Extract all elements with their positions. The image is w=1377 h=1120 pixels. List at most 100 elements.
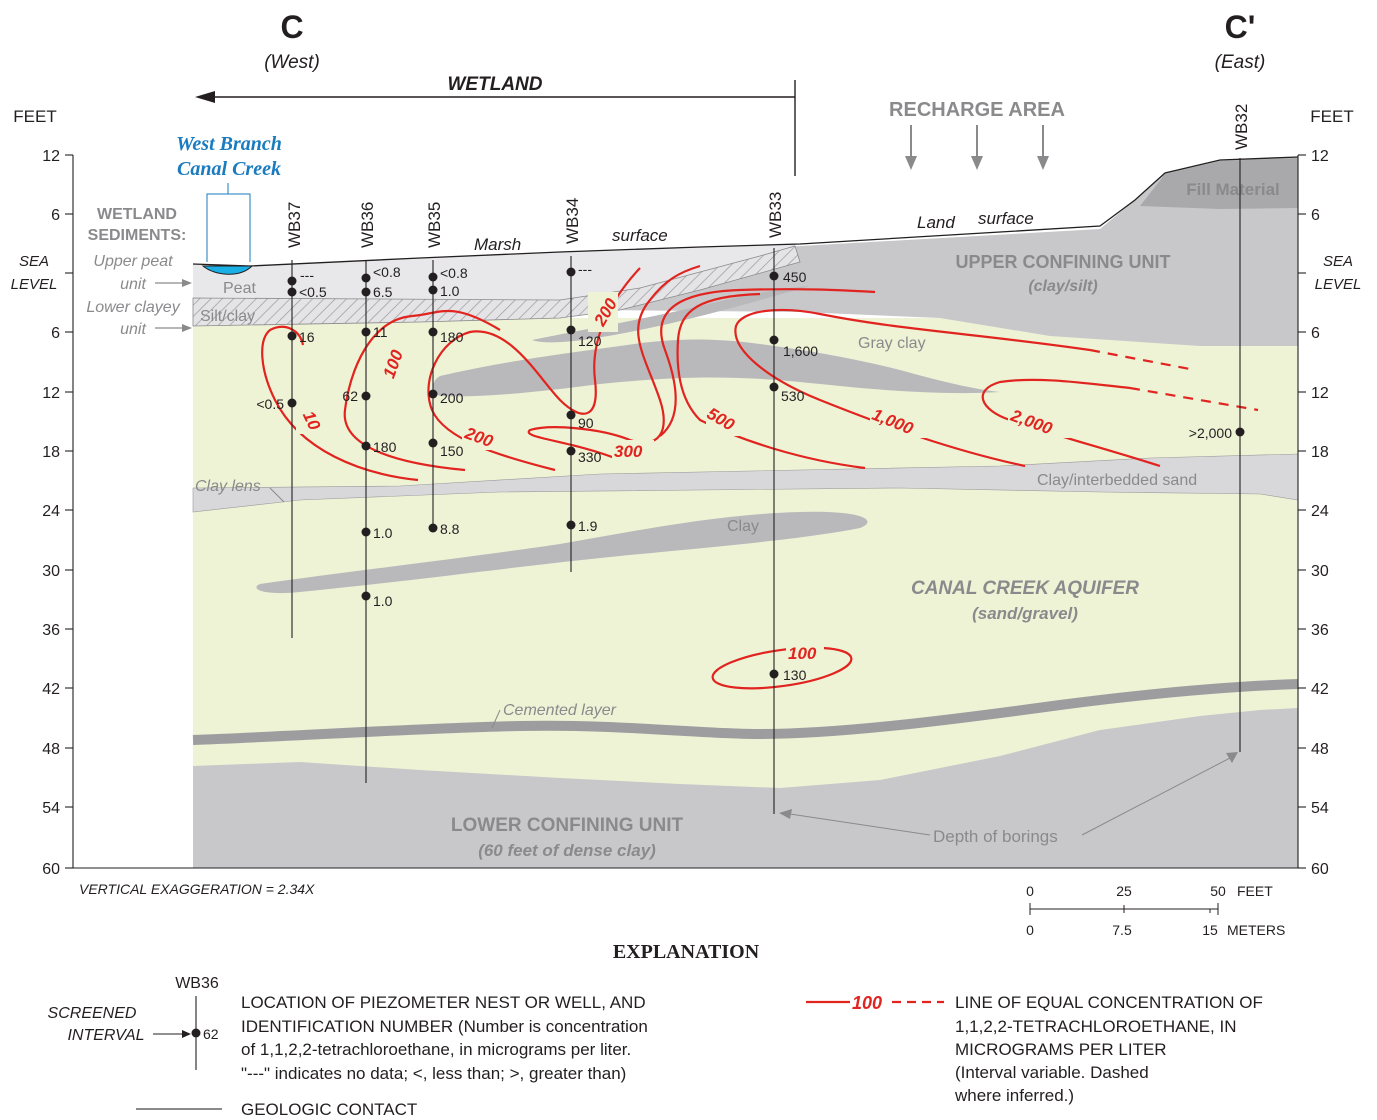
upper-peat-label-1: Upper peat bbox=[93, 253, 173, 270]
right-sea-level-1: SEA bbox=[1323, 253, 1353, 270]
screen-point bbox=[566, 446, 576, 456]
left-sea-level-1: SEA bbox=[19, 253, 49, 270]
scale-m-15: 15 bbox=[1202, 922, 1218, 938]
creek-label-2: Canal Creek bbox=[177, 158, 281, 180]
unit-labels: WETLAND SEDIMENTS: Upper peat unit Lower… bbox=[79, 180, 1280, 897]
reading-wb34-1: --- bbox=[578, 261, 592, 277]
left-depth-label: 60 bbox=[42, 861, 60, 878]
screen-point bbox=[566, 267, 576, 277]
well-wb36[interactable]: WB36 <0.8 6.5 11 62 180 1.0 1.0 bbox=[342, 202, 401, 783]
right-depth-label: 18 bbox=[1311, 444, 1329, 461]
lower-confining-label: LOWER CONFINING UNIT bbox=[451, 815, 684, 836]
left-depth-label: 6 bbox=[51, 325, 60, 342]
upper-peat-unit bbox=[193, 243, 795, 300]
reading-wb34-3: 90 bbox=[578, 415, 594, 431]
screen-point bbox=[361, 441, 371, 451]
right-depth-label: 6 bbox=[1311, 325, 1320, 342]
lower-confining-sub: (60 feet of dense clay) bbox=[478, 841, 656, 860]
screen-point bbox=[428, 438, 438, 448]
explanation-well-text-1: LOCATION OF PIEZOMETER NEST OR WELL, AND bbox=[241, 993, 646, 1012]
lower-clayey-label-2: unit bbox=[120, 321, 146, 338]
explanation-well-point bbox=[191, 1028, 201, 1038]
explanation-line-text-4: (Interval variable. Dashed bbox=[955, 1063, 1149, 1082]
depth-borings-pointer-right bbox=[1081, 757, 1231, 836]
wetland-label: WETLAND bbox=[448, 74, 543, 95]
explanation: EXPLANATION WB36 62 SCREENED INTERVAL LO… bbox=[48, 941, 1263, 1119]
right-sea-level-2: LEVEL bbox=[1315, 276, 1362, 293]
clay-label: Clay bbox=[727, 518, 759, 535]
land-surface-label: surface bbox=[978, 209, 1034, 228]
left-depth-label: 30 bbox=[42, 563, 60, 580]
right-depth-label: 48 bbox=[1311, 741, 1329, 758]
contour-label-bg-1000 bbox=[870, 410, 932, 438]
clay-lens-label: Clay lens bbox=[195, 478, 261, 495]
reading-wb37-4: <0.5 bbox=[256, 396, 284, 412]
upper-confining-sub: (clay/silt) bbox=[1028, 278, 1097, 295]
explanation-well-value: 62 bbox=[203, 1026, 219, 1042]
contour-label-100-deep: 100 bbox=[788, 644, 817, 663]
reading-wb37-1: --- bbox=[300, 267, 314, 283]
explanation-line-text-2: 1,1,2,2-TETRACHLOROETHANE, IN bbox=[955, 1017, 1237, 1036]
reading-wb35-5: 150 bbox=[440, 443, 464, 459]
screen-point bbox=[287, 276, 297, 286]
scale-feet-50: 50 bbox=[1210, 883, 1226, 899]
reading-wb36-5: 180 bbox=[373, 439, 397, 455]
explanation-well-id: WB36 bbox=[175, 975, 219, 992]
contour-label-bg-200a bbox=[462, 424, 504, 450]
reading-wb35-2: 1.0 bbox=[440, 283, 460, 299]
reading-wb33-2: 1,600 bbox=[783, 343, 818, 359]
scale-feet-25: 25 bbox=[1116, 883, 1132, 899]
creek-label-1: West Branch bbox=[176, 133, 282, 155]
contour-100-deep bbox=[711, 646, 853, 690]
depth-borings-arrow-right bbox=[1226, 752, 1238, 763]
clay-lens-pointer bbox=[269, 487, 285, 503]
screen-point bbox=[769, 382, 779, 392]
reading-wb35-3: 180 bbox=[440, 329, 464, 345]
screen-point bbox=[769, 669, 779, 679]
wells: WB37 --- <0.5 16 <0.5 WB36 <0.8 6.5 11 6… bbox=[256, 104, 1251, 814]
contour-label-bg-200b bbox=[588, 292, 618, 332]
screen-point bbox=[287, 287, 297, 297]
screen-point bbox=[769, 335, 779, 345]
scale-m-unit: METERS bbox=[1227, 922, 1285, 938]
left-depth-label: 12 bbox=[42, 385, 60, 402]
scale-feet-unit: FEET bbox=[1237, 883, 1273, 899]
screen-point bbox=[566, 410, 576, 420]
scale-feet-0: 0 bbox=[1026, 883, 1034, 899]
contour-label-bg-100 bbox=[378, 348, 406, 384]
contour-500 bbox=[676, 292, 866, 470]
contour-label-bg-300 bbox=[612, 440, 654, 462]
contour-2000 bbox=[981, 378, 1161, 468]
well-wb37[interactable]: WB37 --- <0.5 16 <0.5 bbox=[256, 202, 327, 638]
well-wb32[interactable]: WB32 >2,000 bbox=[1189, 104, 1251, 752]
reading-wb36-4: 62 bbox=[342, 388, 358, 404]
well-id-wb37: WB37 bbox=[285, 202, 304, 248]
silt-clay-hatch bbox=[192, 245, 801, 327]
screen-point bbox=[287, 331, 297, 341]
left-depth-label: 6 bbox=[51, 207, 60, 224]
recharge-arrows bbox=[905, 125, 1049, 170]
right-depth-label: 42 bbox=[1311, 681, 1329, 698]
well-id-wb33: WB33 bbox=[766, 192, 785, 238]
screen-point bbox=[361, 287, 371, 297]
well-wb34[interactable]: WB34 --- 120 90 330 1.9 bbox=[563, 198, 602, 572]
explanation-line-text-1: LINE OF EQUAL CONCENTRATION OF bbox=[955, 993, 1263, 1012]
screen-point bbox=[428, 272, 438, 282]
depth-borings-arrow-left bbox=[779, 809, 792, 819]
creek-bracket bbox=[206, 193, 251, 262]
left-depth-label: 12 bbox=[42, 148, 60, 165]
reading-wb37-3: 16 bbox=[299, 329, 315, 345]
well-wb33[interactable]: WB33 450 1,600 530 130 bbox=[766, 192, 818, 814]
gray-clay-label: Gray clay bbox=[858, 335, 926, 352]
creek-water bbox=[201, 265, 254, 275]
reading-wb36-2: 6.5 bbox=[373, 284, 393, 300]
land-surface-line bbox=[192, 156, 1299, 267]
gray-clay-layer bbox=[433, 339, 1000, 397]
lower-clayey-label-1: Lower clayey bbox=[86, 299, 180, 316]
right-depth-label: 30 bbox=[1311, 563, 1329, 580]
well-wb35[interactable]: WB35 <0.8 1.0 180 200 150 8.8 bbox=[425, 202, 468, 537]
contour-label-bg-2000 bbox=[1008, 410, 1070, 438]
upper-peat-pointer-head bbox=[182, 279, 192, 287]
